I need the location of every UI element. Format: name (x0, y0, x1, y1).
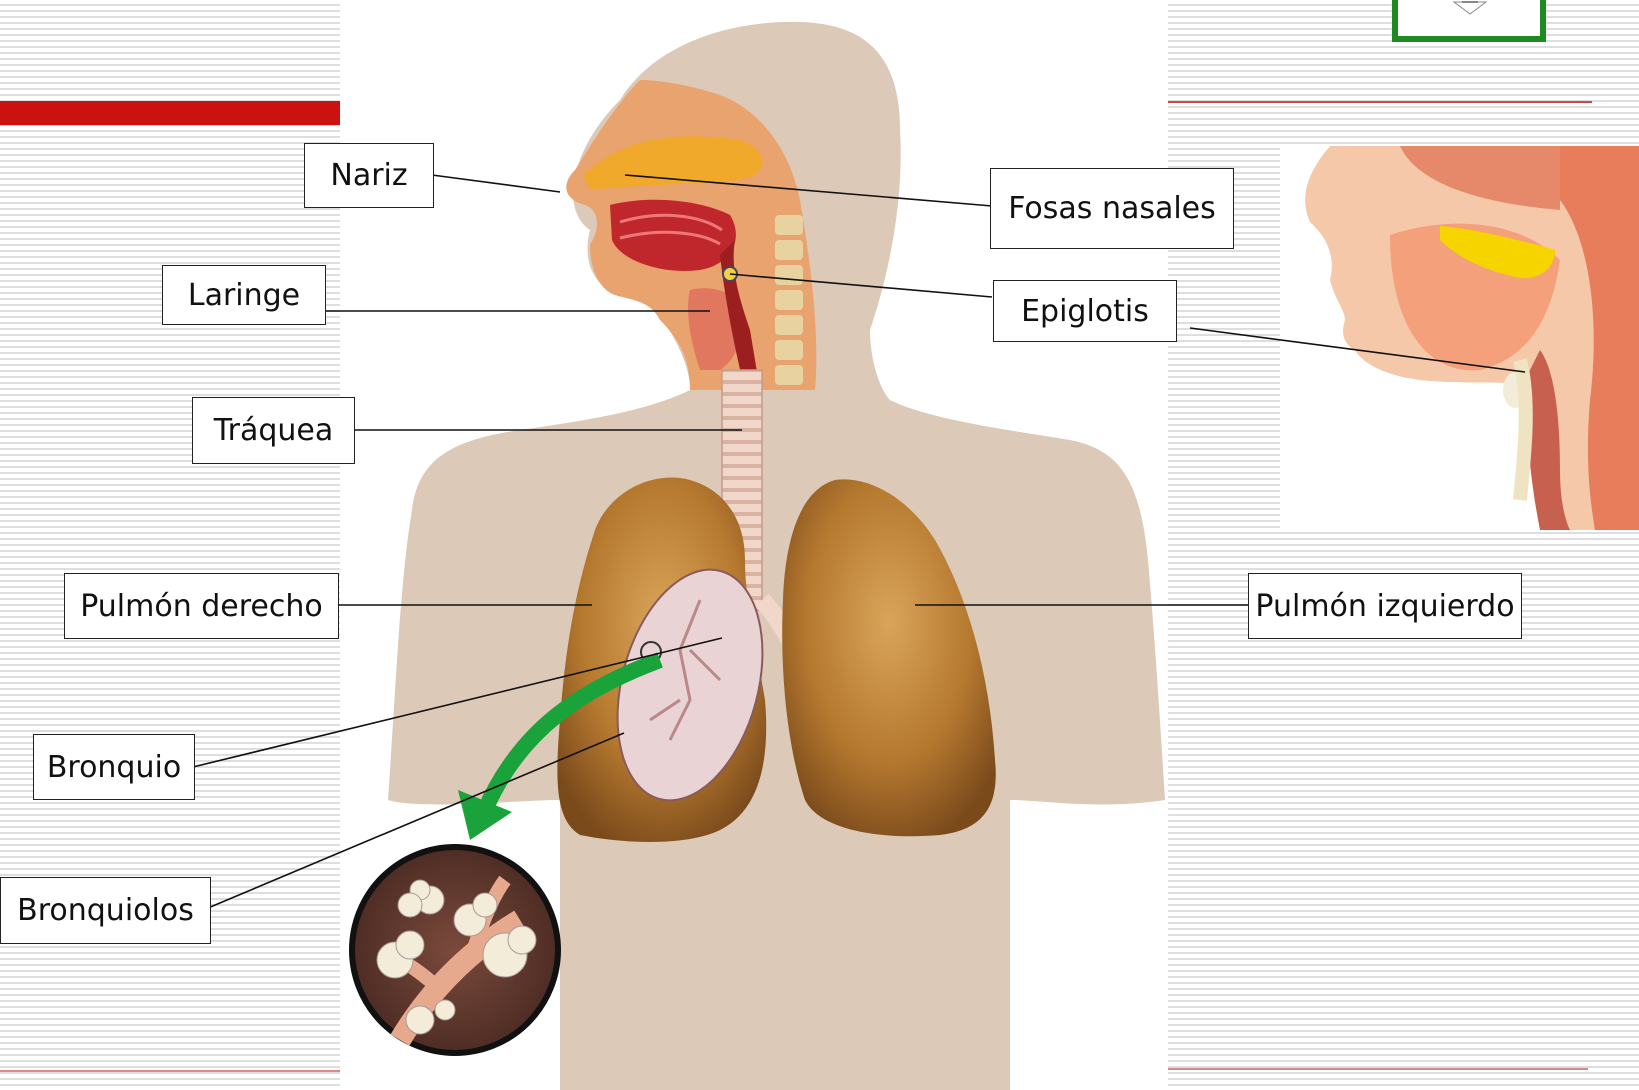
label-pulmon-izquierdo: Pulmón izquierdo (1248, 573, 1522, 639)
label-fosas-nasales: Fosas nasales (990, 168, 1234, 249)
label-nariz: Nariz (304, 143, 434, 208)
label-bronquiolos: Bronquiolos (0, 877, 211, 944)
label-bronquio: Bronquio (33, 734, 195, 800)
label-epiglotis: Epiglotis (993, 280, 1177, 342)
alveoli-magnifier (352, 847, 558, 1053)
side-view-epiglottis-illustration (1280, 146, 1639, 530)
label-traquea: Tráquea (192, 397, 355, 464)
label-laringe: Laringe (162, 265, 326, 325)
leader-line-nariz (432, 175, 560, 192)
label-pulmon-derecho: Pulmón derecho (64, 573, 339, 639)
spine (775, 215, 803, 385)
